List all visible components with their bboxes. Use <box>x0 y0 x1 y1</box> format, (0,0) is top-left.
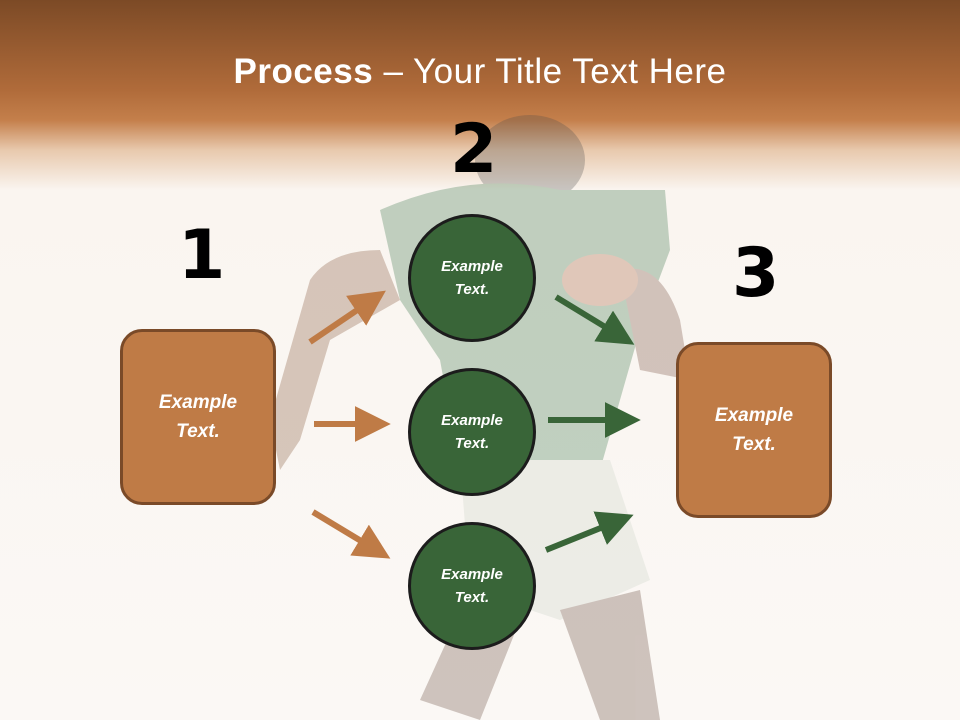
step-number-3: 3 <box>732 234 780 313</box>
circle-top-line1: Example <box>441 258 503 275</box>
circle-bottom-line2: Text. <box>454 589 490 606</box>
step-number-1: 1 <box>178 216 226 295</box>
left-box-line2: Text. <box>176 421 220 442</box>
circle-bottom-line1: Example <box>441 566 503 583</box>
title-bold: Process <box>233 52 374 91</box>
left-box-line1: Example <box>158 392 238 413</box>
arrow-left-to-bottom <box>311 509 391 559</box>
arrow-top-to-right <box>554 294 635 345</box>
circle-middle-line1: Example <box>441 412 503 429</box>
circle-middle-line2: Text. <box>454 435 490 452</box>
circle-top-line2: Text. <box>454 281 490 298</box>
slide-title: Process – Your Title Text Here <box>0 52 960 92</box>
step-number-2: 2 <box>450 110 498 189</box>
right-box-line1: Example <box>714 405 794 426</box>
title-rest: – Your Title Text Here <box>373 52 727 91</box>
arrow-bottom-to-right <box>544 511 634 553</box>
right-box-line2: Text. <box>732 434 776 455</box>
arrow-left-to-top <box>308 290 386 345</box>
